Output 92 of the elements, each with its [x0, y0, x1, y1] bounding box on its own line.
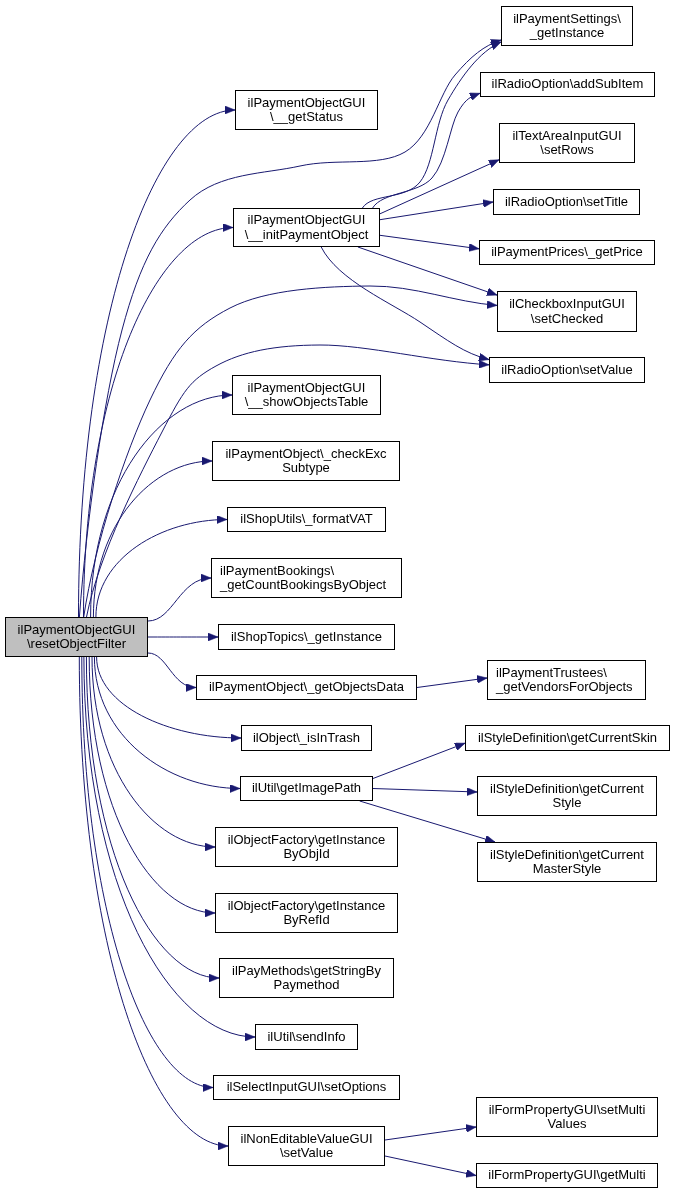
function-box: [228, 1126, 385, 1166]
call-arrow: [83, 656, 256, 1040]
function-name: ilStyleDefinition\getCurrentSkin: [477, 730, 658, 746]
function-name: ilStyleDefinition\getCurrent MasterStyle: [489, 847, 645, 877]
function-name: ilUtil\sendInfo: [267, 1029, 346, 1045]
function-name: ilFormPropertyGUI\setMulti Values: [487, 1102, 647, 1132]
function-box: [212, 441, 400, 481]
call-arrow: [92, 457, 213, 618]
function-box: [499, 123, 635, 163]
function-box: [476, 1097, 658, 1137]
function-name: ilPaymentBookings\ _getCountBookingsByObject: [220, 563, 388, 593]
function-box: [241, 725, 372, 751]
function-name: ilPaymentObjectGUI \__showObjectsTable: [243, 380, 370, 410]
function-name: ilSelectInputGUI\setOptions: [226, 1080, 387, 1095]
function-box: [489, 357, 645, 383]
function-name: ilRadioOption\addSubItem: [491, 77, 644, 92]
function-name: ilNonEditableValueGUI \setValue: [239, 1131, 374, 1161]
call-arrow: [96, 656, 242, 742]
function-box: [235, 90, 378, 130]
function-box: [493, 189, 640, 215]
function-box: [477, 842, 657, 882]
call-arrow: [83, 285, 498, 618]
function-box: [219, 958, 394, 998]
function-box: [487, 660, 646, 700]
function-name: ilFormPropertyGUI\getMulti: [488, 1168, 646, 1183]
call-arrow: [379, 199, 494, 221]
function-box: [480, 72, 655, 97]
call-arrow: [147, 632, 219, 642]
call-arrow: [384, 1155, 477, 1178]
call-arrow: [95, 515, 228, 618]
call-arrow: [78, 39, 502, 618]
function-box: [213, 1075, 400, 1100]
call-arrow: [359, 800, 496, 844]
function-box: [232, 375, 381, 415]
call-arrow: [86, 344, 490, 618]
function-name: ilRadioOption\setTitle: [504, 194, 629, 210]
function-name: ilPaymentObjectGUI \resetObjectFilter: [16, 622, 137, 652]
function-name: ilRadioOption\setValue: [501, 362, 633, 378]
function-name: ilObject\_isInTrash: [252, 730, 361, 746]
function-name: ilPaymentObject\_getObjectsData: [208, 680, 405, 695]
function-name: ilPaymentSettings\ _getInstance: [512, 11, 622, 41]
call-arrow: [372, 787, 478, 796]
function-name: ilShopUtils\_formatVAT: [240, 512, 373, 527]
function-name: ilTextAreaInputGUI \setRows: [511, 128, 623, 158]
function-box: [501, 6, 633, 46]
call-arrow: [93, 656, 241, 793]
function-name: ilPaymentObjectGUI \__getStatus: [246, 95, 367, 125]
function-box: [255, 1024, 358, 1050]
function-box: [211, 558, 402, 598]
function-box: [196, 675, 417, 700]
function-box: [476, 1163, 658, 1188]
function-name: ilPaymentObject\_checkExc Subtype: [224, 446, 388, 476]
call-arrow: [361, 41, 502, 209]
call-arrow: [147, 574, 212, 622]
function-name: ilPaymentPrices\_getPrice: [491, 245, 643, 260]
function-name: ilObjectFactory\getInstance ByObjId: [226, 832, 387, 862]
function-name: ilPaymentObjectGUI \__initPaymentObject: [243, 213, 370, 242]
call-arrow: [81, 656, 214, 1090]
function-name: ilCheckboxInputGUI \setChecked: [508, 297, 626, 326]
function-name: ilPaymentTrustees\ _getVendorsForObjects: [496, 665, 634, 695]
call-arrow: [78, 656, 229, 1149]
call-arrow: [88, 656, 216, 916]
function-name: ilPayMethods\getStringBy Paymethod: [231, 963, 382, 993]
call-arrow: [379, 159, 500, 215]
function-name: ilUtil\getImagePath: [251, 781, 362, 796]
call-arrow: [357, 246, 498, 296]
function-box: [215, 827, 398, 867]
call-arrow: [83, 225, 234, 618]
function-box: [465, 725, 670, 751]
function-name: ilShopTopics\_getInstance: [230, 629, 382, 645]
root-function-box: [5, 617, 148, 657]
function-name: ilStyleDefinition\getCurrent Style: [489, 781, 645, 811]
call-arrow: [91, 656, 216, 851]
function-box: [477, 776, 657, 816]
function-box: [233, 208, 380, 247]
function-box: [479, 240, 655, 265]
call-arrow: [372, 742, 466, 779]
call-arrow: [85, 656, 220, 981]
function-box: [215, 893, 398, 933]
call-arrow: [78, 107, 236, 618]
function-box: [240, 776, 373, 801]
call-arrow: [384, 1124, 477, 1141]
call-arrow: [147, 652, 197, 691]
call-arrow: [90, 391, 233, 618]
function-box: [227, 507, 386, 532]
call-arrow: [379, 234, 480, 252]
call-arrow: [416, 675, 488, 688]
call-arrow: [320, 246, 490, 361]
call-arrow: [372, 92, 481, 209]
function-box: [497, 291, 637, 332]
function-box: [218, 624, 395, 650]
function-name: ilObjectFactory\getInstance ByRefId: [226, 898, 387, 928]
